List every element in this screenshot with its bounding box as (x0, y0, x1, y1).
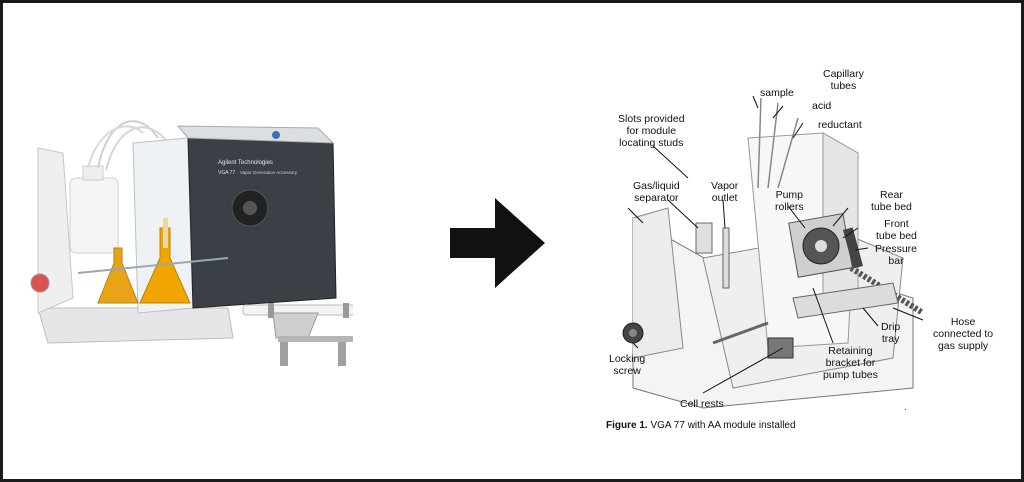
stand-side (37, 147, 74, 314)
label-drip-tray: Drip tray (881, 321, 901, 345)
label-front-tube-bed: Front tube bed (876, 218, 917, 242)
label-sample: sample (760, 87, 794, 99)
label-slots: Slots provided for module locating studs (618, 113, 685, 149)
label-pump-rollers: Pump rollers (775, 189, 804, 213)
subtitle-text: Vapor Generation Accessory (240, 170, 298, 175)
stray-dot: . (904, 402, 907, 413)
locking-screw-photo (30, 273, 50, 293)
label-hose: Hose connected to gas supply (933, 316, 994, 352)
label-gas-liquid-separator: Gas/liquid separator (633, 180, 680, 204)
cell-holder (242, 303, 353, 366)
leader-lines (627, 95, 924, 394)
caption-text: VGA 77 with AA module installed (647, 420, 796, 431)
label-capillary-tubes: Capillary tubes (823, 68, 864, 92)
brand-text: Agilent Technologies (218, 160, 273, 166)
label-pressure-bar: Pressure bar (875, 243, 918, 267)
label-retaining-bracket: Retaining bracket for pump tubes (823, 345, 878, 381)
capillary-lines (757, 97, 799, 189)
label-reductant: reductant (818, 119, 862, 131)
model-text: VGA 77 (218, 170, 235, 176)
cell-rest-block (767, 337, 794, 359)
label-locking-screw: Locking screw (609, 353, 646, 377)
bottle (69, 177, 119, 254)
pump-assembly (788, 212, 864, 278)
drip-tray (792, 282, 899, 319)
right-arrow-icon (450, 198, 545, 288)
stand-base (37, 307, 234, 344)
label-acid: acid (812, 100, 832, 112)
product-photo: Agilent Technologies VGA 77 Vapor Genera… (30, 120, 353, 366)
vapor-outlet-tube (722, 227, 730, 289)
label-vapor-outlet: Vapor outlet (711, 180, 739, 204)
flask-right (139, 227, 191, 304)
cell-rod (712, 321, 769, 345)
figure-caption: Figure 1. VGA 77 with AA module installe… (606, 420, 796, 431)
label-rear-tube-bed: Rear tube bed (871, 189, 912, 213)
flask-left (97, 247, 139, 304)
vga-diagram (622, 95, 925, 409)
caption-prefix: Figure 1. (606, 420, 648, 431)
label-cell-rests: Cell rests (680, 398, 724, 410)
gas-liquid-separator (695, 222, 713, 254)
